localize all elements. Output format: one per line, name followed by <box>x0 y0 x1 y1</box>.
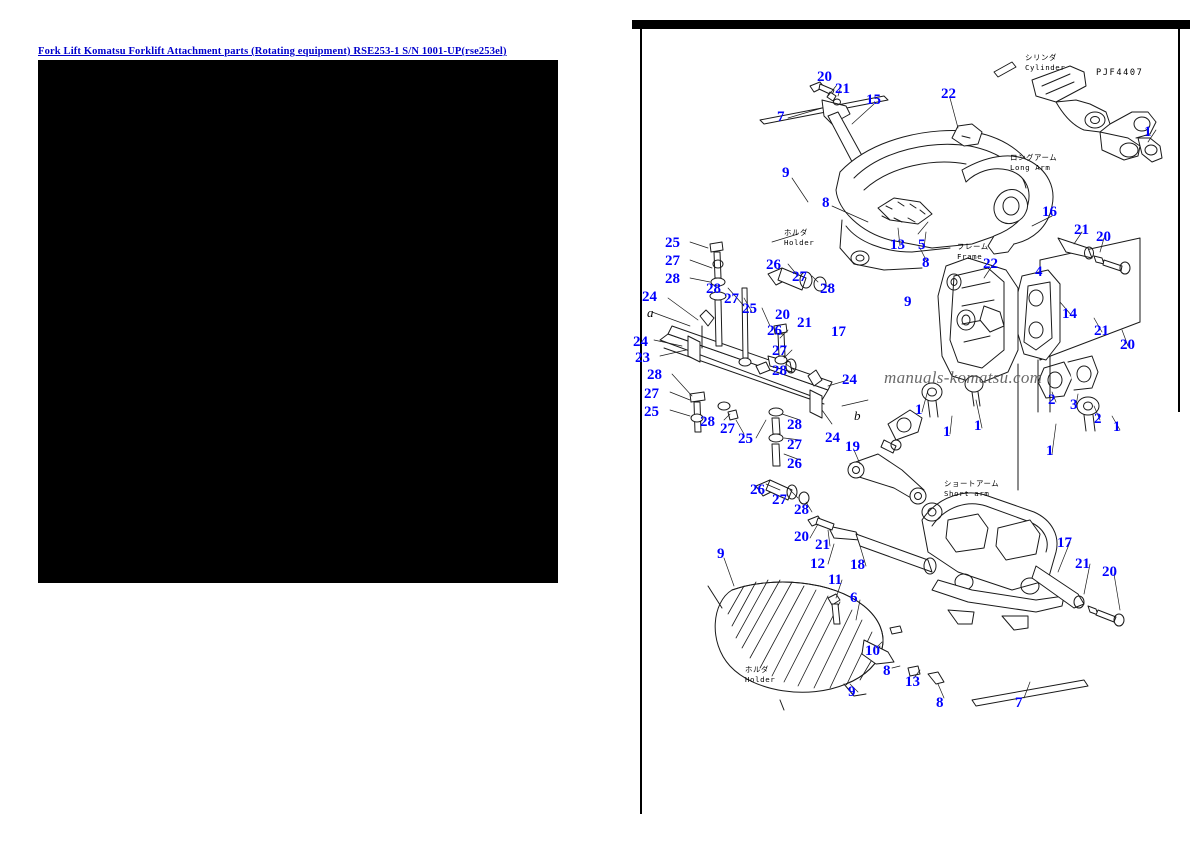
part-callout-8: 8 <box>922 255 930 271</box>
part-callout-13: 13 <box>890 237 905 253</box>
part-callout-1: 1 <box>943 424 951 440</box>
part-callout-3: 3 <box>1070 397 1078 413</box>
part-callout-28: 28 <box>794 502 809 518</box>
part-callout-1: 1 <box>1113 419 1121 435</box>
diagram-right-border <box>1178 29 1180 412</box>
part-callout-28: 28 <box>820 281 835 297</box>
part-callout-11: 11 <box>828 572 843 588</box>
section-letter-a: a <box>647 305 654 320</box>
part-callout-21: 21 <box>797 315 812 331</box>
part-callout-20: 20 <box>775 307 790 323</box>
part-callout-18: 18 <box>850 557 865 573</box>
part-callout-27: 27 <box>772 343 787 359</box>
section-letter-b: b <box>854 408 861 423</box>
part-callout-28: 28 <box>665 271 680 287</box>
part-callout-28: 28 <box>787 417 802 433</box>
part-callout-27: 27 <box>720 421 735 437</box>
part-callout-1: 1 <box>915 402 923 418</box>
part-callout-28: 28 <box>706 281 721 297</box>
part-callout-14: 14 <box>1062 306 1077 322</box>
part-callout-21: 21 <box>815 537 830 553</box>
part-callout-2: 2 <box>1094 411 1102 427</box>
diagram-top-border <box>632 20 1190 29</box>
part-callout-8: 8 <box>936 695 944 711</box>
part-callout-27: 27 <box>792 269 807 285</box>
part-callout-1: 1 <box>1046 443 1054 459</box>
part-callout-28: 28 <box>647 367 662 383</box>
part-callout-26: 26 <box>766 257 781 273</box>
part-callout-20: 20 <box>1096 229 1111 245</box>
part-callout-8: 8 <box>883 663 891 679</box>
part-callout-24: 24 <box>633 334 648 350</box>
part-callout-24: 24 <box>825 430 840 446</box>
part-callout-9: 9 <box>717 546 725 562</box>
part-callout-9: 9 <box>904 294 912 310</box>
part-callout-26: 26 <box>767 323 782 339</box>
part-callout-9: 9 <box>782 165 790 181</box>
part-callout-20: 20 <box>1120 337 1135 353</box>
part-callout-23: 23 <box>635 350 650 366</box>
part-callout-27: 27 <box>724 291 739 307</box>
broken-image-placeholder <box>38 60 558 583</box>
part-callout-28: 28 <box>700 414 715 430</box>
part-callout-19: 19 <box>845 439 860 455</box>
part-callout-1: 1 <box>974 418 982 434</box>
part-callout-5: 5 <box>918 237 926 253</box>
part-callout-22: 22 <box>941 86 956 102</box>
part-callout-17: 17 <box>831 324 846 340</box>
part-callout-21: 21 <box>1074 222 1089 238</box>
part-callout-13: 13 <box>905 674 920 690</box>
part-callout-25: 25 <box>738 431 753 447</box>
drawing-code-label: PJF4407 <box>1096 68 1144 78</box>
part-callout-16: 16 <box>1042 204 1057 220</box>
part-callout-9: 9 <box>848 684 856 700</box>
exploded-assembly-drawing <box>651 61 1163 711</box>
part-callout-6: 6 <box>850 590 858 606</box>
part-callout-28: 28 <box>772 363 787 379</box>
part-callout-22: 22 <box>983 256 998 272</box>
part-callout-20: 20 <box>794 529 809 545</box>
part-callout-26: 26 <box>787 456 802 472</box>
part-callout-24: 24 <box>642 289 657 305</box>
left-content-panel: Fork Lift Komatsu Forklift Attachment pa… <box>38 46 558 583</box>
part-callout-24: 24 <box>842 372 857 388</box>
part-callout-10: 10 <box>865 643 880 659</box>
diagram-left-border <box>640 29 642 814</box>
part-callout-27: 27 <box>772 492 787 508</box>
site-watermark: manuals-komatsu.com <box>884 368 1043 387</box>
page-title-link[interactable]: Fork Lift Komatsu Forklift Attachment pa… <box>38 46 507 57</box>
part-callout-1: 1 <box>1144 124 1152 140</box>
part-callout-26: 26 <box>750 482 765 498</box>
part-callout-25: 25 <box>644 404 659 420</box>
part-callout-4: 4 <box>1035 264 1043 280</box>
part-callout-7: 7 <box>1015 695 1023 711</box>
part-callout-25: 25 <box>665 235 680 251</box>
part-callout-27: 27 <box>665 253 680 269</box>
part-callout-12: 12 <box>810 556 825 572</box>
part-callout-7: 7 <box>777 109 785 125</box>
part-callout-2: 2 <box>1048 392 1056 408</box>
part-callout-20: 20 <box>817 69 832 85</box>
part-callout-15: 15 <box>866 92 881 108</box>
part-callout-27: 27 <box>644 386 659 402</box>
part-callout-21: 21 <box>1075 556 1090 572</box>
part-callout-21: 21 <box>1094 323 1109 339</box>
part-callout-25: 25 <box>742 301 757 317</box>
part-callout-21: 21 <box>835 81 850 97</box>
part-callout-17: 17 <box>1057 535 1072 551</box>
part-callout-8: 8 <box>822 195 830 211</box>
part-callout-27: 27 <box>787 437 802 453</box>
part-callout-20: 20 <box>1102 564 1117 580</box>
